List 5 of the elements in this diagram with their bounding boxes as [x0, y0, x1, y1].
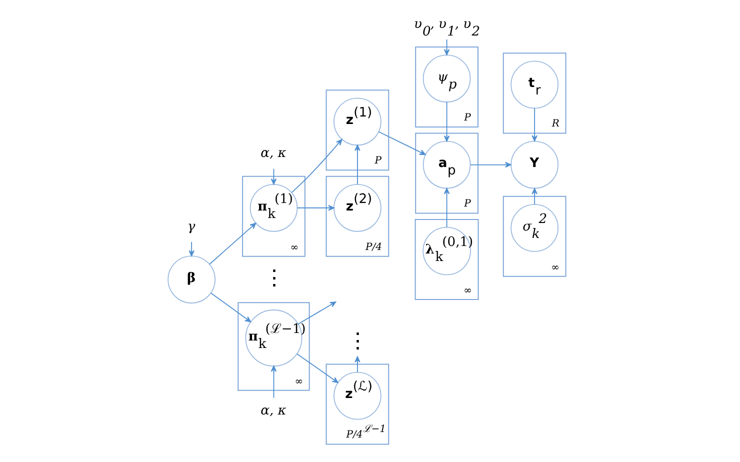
node-text: α, κ	[260, 146, 286, 162]
node-text: γ	[187, 219, 196, 234]
label: ⋮	[263, 266, 286, 291]
node-text: α, κ	[260, 403, 286, 418]
node-text: ⋮	[347, 328, 370, 354]
